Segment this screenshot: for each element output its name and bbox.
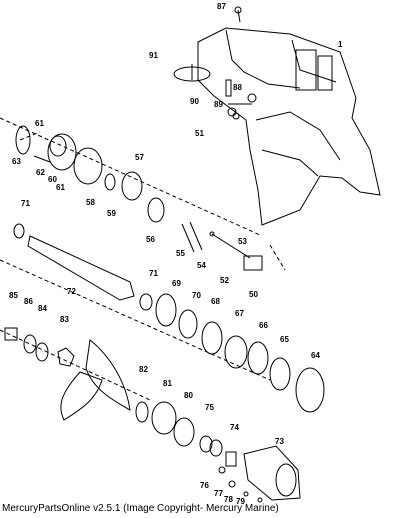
callout-60: 60 bbox=[48, 175, 57, 184]
callout-87: 87 bbox=[217, 2, 226, 11]
callout-63: 63 bbox=[12, 157, 21, 166]
callout-78: 78 bbox=[224, 495, 233, 504]
callout-72: 72 bbox=[67, 287, 76, 296]
callout-59: 59 bbox=[107, 209, 116, 218]
callout-85: 85 bbox=[9, 291, 18, 300]
callout-1: 1 bbox=[338, 40, 343, 49]
bolt-87 bbox=[234, 6, 242, 23]
gearcase-housing bbox=[197, 27, 381, 226]
callout-71b: 71 bbox=[149, 269, 158, 278]
callout-81: 81 bbox=[163, 379, 172, 388]
callout-67: 67 bbox=[235, 309, 244, 318]
callout-71: 71 bbox=[21, 199, 30, 208]
callout-51: 51 bbox=[195, 129, 204, 138]
callout-57: 57 bbox=[135, 153, 144, 162]
callout-86: 86 bbox=[24, 297, 33, 306]
callout-77: 77 bbox=[214, 489, 223, 498]
callout-74: 74 bbox=[230, 423, 239, 432]
forward-gear-cluster bbox=[15, 125, 103, 185]
callout-91: 91 bbox=[149, 51, 158, 60]
callout-58: 58 bbox=[86, 198, 95, 207]
callout-69: 69 bbox=[172, 279, 181, 288]
callout-75: 75 bbox=[205, 403, 214, 412]
callout-54: 54 bbox=[197, 261, 206, 270]
callout-53: 53 bbox=[238, 237, 247, 246]
callout-76: 76 bbox=[200, 481, 209, 490]
callout-65: 65 bbox=[280, 335, 289, 344]
callout-61: 61 bbox=[35, 119, 44, 128]
callout-66: 66 bbox=[259, 321, 268, 330]
callout-83: 83 bbox=[60, 315, 69, 324]
callout-88: 88 bbox=[233, 83, 242, 92]
image-caption: MercuryPartsOnline v2.5.1 (Image Copyrig… bbox=[2, 503, 279, 514]
propeller-hardware bbox=[4, 327, 131, 421]
reverse-gear-parts bbox=[139, 293, 325, 413]
callout-50: 50 bbox=[249, 290, 258, 299]
callout-80: 80 bbox=[184, 391, 193, 400]
callout-62: 62 bbox=[36, 168, 45, 177]
callout-79: 79 bbox=[236, 497, 245, 506]
callout-55: 55 bbox=[176, 249, 185, 258]
small-parts-88-89-90-51 bbox=[225, 79, 257, 120]
callout-82: 82 bbox=[139, 365, 148, 374]
callout-73: 73 bbox=[275, 437, 284, 446]
callout-56: 56 bbox=[146, 235, 155, 244]
callout-84: 84 bbox=[38, 304, 47, 313]
callout-90: 90 bbox=[190, 97, 199, 106]
callout-64: 64 bbox=[311, 351, 320, 360]
bearings-58-59-57-56 bbox=[104, 171, 165, 223]
anode-91 bbox=[173, 64, 211, 82]
bearing-carrier-parts bbox=[135, 401, 301, 503]
callout-61b: 61 bbox=[56, 183, 65, 192]
callout-68: 68 bbox=[211, 297, 220, 306]
callout-70: 70 bbox=[192, 291, 201, 300]
callout-89: 89 bbox=[214, 100, 223, 109]
callout-labels: 87 1 91 88 90 89 51 61 63 62 60 61 58 59… bbox=[9, 2, 343, 506]
callout-52: 52 bbox=[220, 276, 229, 285]
propeller-shaft-72 bbox=[13, 223, 135, 301]
shift-parts bbox=[181, 221, 263, 271]
